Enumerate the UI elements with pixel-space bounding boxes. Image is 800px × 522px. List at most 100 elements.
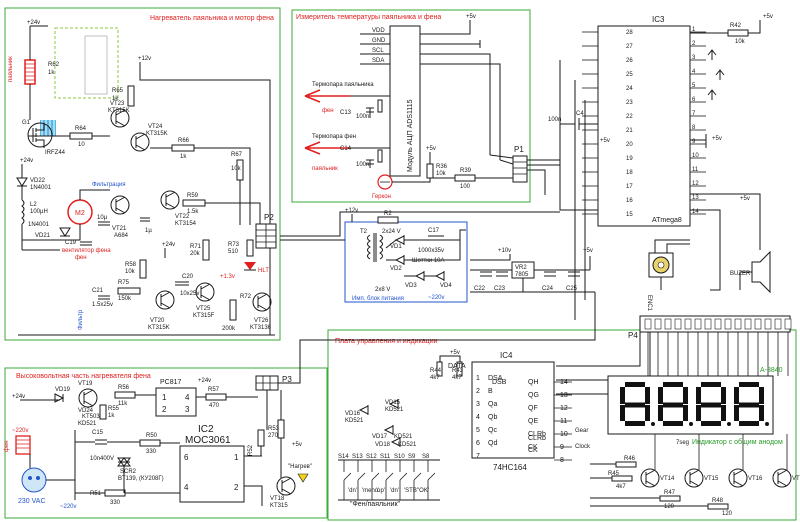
- label-5v-ic3-right2: +5v: [740, 196, 750, 202]
- label-10v: +10v: [498, 248, 511, 254]
- label-m2: M2: [75, 210, 85, 217]
- label-r67: R67: [231, 152, 243, 158]
- label-enc1: ENC1: [646, 295, 652, 312]
- label-24v-top: +24v: [27, 20, 40, 26]
- label-vt23-part: KT315K: [108, 108, 130, 114]
- label-r72-value: 200k: [222, 326, 236, 332]
- encoder-shaft: [657, 261, 665, 269]
- tc-iron-wire: [304, 89, 350, 103]
- atmega-pin-number: 18: [626, 170, 633, 176]
- label-buzzer: BUZER: [730, 271, 751, 277]
- label-r75-value: 150k: [118, 296, 132, 302]
- p4-pin: [734, 318, 742, 330]
- atmega-pin-number: 28: [626, 30, 633, 36]
- heater-block: +24v R62 1k паяльник G1 IRFZ44 R64 10 +1…: [8, 20, 277, 336]
- label-r44: R44: [430, 368, 442, 374]
- label-5v-hv: +5v: [292, 442, 302, 448]
- label-vt24-part: KT315K: [146, 131, 168, 137]
- atmega-pin-number: 15: [626, 212, 633, 218]
- label-12v-psu: +12v: [345, 208, 358, 214]
- label-vt21: VT21: [112, 226, 127, 232]
- seg-f: [620, 387, 625, 404]
- label-r44-value: 4k7: [430, 375, 440, 381]
- label-r55: R55: [108, 406, 120, 412]
- buzzer: BUZER: [730, 230, 771, 294]
- seg-digit: [696, 382, 731, 426]
- frame-heater: [4, 7, 281, 341]
- frame-psu: [344, 221, 468, 303]
- fan-heater-icon: [40, 120, 56, 136]
- label-vt20-part: KT315K: [148, 325, 170, 331]
- opto-pc817: [155, 387, 197, 417]
- switch-label: S8: [422, 454, 430, 460]
- ic4-pin-label: CLRb: [528, 431, 546, 438]
- label-r57-value: 470: [209, 403, 220, 409]
- label-c4: C4: [576, 111, 584, 117]
- psu-title: Имп. блок питания: [352, 296, 404, 302]
- label-230vac: 230 VAC: [18, 498, 46, 505]
- label-a3840: A-3840: [760, 367, 783, 374]
- label-vd3: VD3: [405, 283, 417, 289]
- label-ic3-part: ATmega8: [652, 217, 682, 224]
- ac-plug-icon: [21, 467, 47, 493]
- heater-title: Нагреватель паяльника и мотор фена: [150, 15, 274, 22]
- seg-e: [658, 405, 663, 421]
- ic3-atmega8: IC3 ATmega8 2827262524232221201918171615…: [548, 14, 773, 320]
- transistor-vt20: [155, 290, 175, 310]
- ic4-pin-label: B: [488, 388, 493, 395]
- switch-name: 'OK': [418, 488, 429, 494]
- atmega-pin-number: 16: [626, 198, 633, 204]
- switch-name: 'menu': [362, 488, 379, 494]
- label-r43: R43: [452, 368, 464, 374]
- seg-e: [696, 405, 701, 421]
- ic4-pins: DSABQaQbQcQd1234567QHQGQFQECLRbCK1413121…: [476, 375, 572, 464]
- seg-dp: [689, 422, 693, 426]
- label-nagrev: "Нагрев": [288, 464, 312, 470]
- label-c15: C15: [92, 430, 104, 436]
- label-vd24: VD24: [78, 408, 94, 414]
- digit-transistors: VT14VT15VT16VT17: [640, 434, 800, 488]
- label-vr2-part: 7805: [515, 272, 529, 278]
- label-r39-value: 100: [460, 184, 471, 190]
- connector-p2: P2: [255, 213, 277, 249]
- resistor-meter-1: [377, 99, 383, 113]
- resistor-r47: [659, 495, 681, 502]
- connector-p1: P1: [512, 145, 528, 183]
- atmega-pin-number: 27: [626, 44, 633, 50]
- resistor-r71: [202, 239, 210, 261]
- resistor-r57: [205, 393, 227, 401]
- p4-pin: [664, 318, 672, 330]
- digit-transistor: [728, 468, 748, 488]
- atmega-pin-number: 5: [692, 83, 696, 89]
- label-vd15: VD15: [385, 400, 401, 406]
- label-g1-part: IRFZ44: [45, 150, 66, 156]
- label-indicator: Индикатор с общим анодом: [692, 438, 783, 446]
- led-hlt: [244, 262, 256, 270]
- resistor-r65: [127, 85, 135, 107]
- atmega-pins: 2827262524232221201918171615123456789101…: [582, 27, 706, 218]
- label-motor: вентилятор фена: [62, 248, 111, 254]
- label-5v-ic3-right: +5v: [712, 136, 722, 142]
- label-r53: R53: [268, 426, 280, 432]
- label-r56-value: 11k: [118, 401, 128, 407]
- label-vt22: VT22: [175, 214, 190, 220]
- transistor-leads: [645, 469, 656, 487]
- seg-dp: [651, 422, 655, 426]
- ic2-pin-4: 4: [184, 483, 189, 492]
- label-vt25-part: KT315F: [193, 313, 215, 319]
- label-vt18: VT18: [270, 496, 285, 502]
- label-vt20: VT20: [150, 318, 165, 324]
- label-r42-value: 10k: [735, 39, 746, 45]
- seg-g: [625, 402, 645, 408]
- atmega-pin-number: 7: [692, 111, 696, 117]
- seg-g: [701, 402, 721, 408]
- resistor-r55: [99, 404, 107, 420]
- label-5v-ic3-left: +5v: [600, 138, 610, 144]
- label-scr-part: BT139, (КУ208Г): [118, 476, 164, 482]
- ic4-pin-label: QF: [528, 405, 538, 412]
- label-ic2-part: MOC3061: [185, 435, 231, 446]
- switch-label: S9: [408, 454, 416, 460]
- label-c24: C24: [542, 286, 554, 292]
- psu-block: +12v R2 T2 2x24 V VD1 VD2 VD3 VD4 C17 10…: [345, 208, 595, 301]
- label-220v-psu: ~220v: [428, 295, 445, 301]
